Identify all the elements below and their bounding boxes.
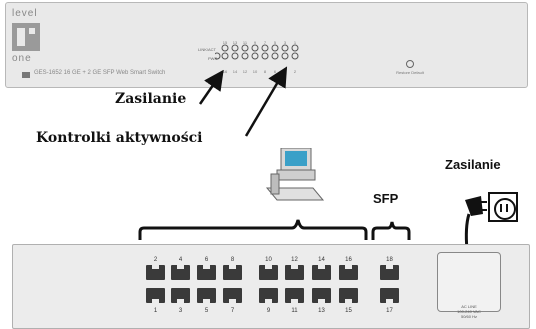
led-number-top: 5: [273, 40, 277, 45]
rj45-port: [171, 265, 190, 280]
rj45-port: [312, 288, 331, 303]
led-indicator: [271, 52, 279, 60]
led-indicator: [251, 52, 259, 60]
sfp-port: [380, 265, 399, 280]
rj45-port: [146, 265, 165, 280]
rj45-port: [171, 288, 190, 303]
port-number-top: 14: [318, 257, 325, 263]
brace-rj45: [138, 219, 368, 240]
port-number-bottom: 15: [345, 308, 352, 314]
callout-power-front: Zasilanie: [115, 91, 187, 107]
port-number-top: 12: [291, 257, 298, 263]
callout-power-rear: Zasilanie: [445, 157, 501, 172]
power-outlet-icon: [488, 192, 518, 222]
port-number-bottom: 13: [318, 308, 325, 314]
logo-mark: [12, 23, 40, 51]
led-number-bottom: 8: [263, 69, 267, 74]
rj45-port: [285, 265, 304, 280]
led-number-bottom: 10: [252, 69, 258, 74]
levelone-logo: level one: [12, 8, 46, 68]
model-text: GES-1652 16 GE + 2 GE SFP Web Smart Swit…: [34, 70, 166, 76]
led-number-bottom: 2: [293, 69, 297, 74]
rj45-port: [259, 288, 278, 303]
port-number-top: 4: [178, 257, 183, 263]
led-label-pwr: PWR: [208, 56, 218, 61]
port-number-top: 2: [153, 257, 158, 263]
led-number-top: 15: [222, 40, 228, 45]
led-number-bottom: 12: [242, 69, 248, 74]
callout-sfp: SFP: [373, 191, 399, 206]
led-indicator: [231, 44, 239, 52]
port-number-top: 6: [204, 257, 209, 263]
led-number-bottom: 16: [222, 69, 228, 74]
sfp-number-bottom: 17: [386, 308, 393, 314]
rj45-port: [197, 288, 216, 303]
rj45-port: [339, 265, 358, 280]
led-number-top: 1: [293, 40, 297, 45]
led-label-linkact: LINK/ACT: [198, 47, 217, 52]
port-number-top: 10: [265, 257, 272, 263]
led-indicator: [261, 52, 269, 60]
led-number-top: 11: [242, 40, 248, 45]
computer-icon: [265, 148, 325, 201]
led-indicator: [221, 44, 229, 52]
port-number-bottom: 9: [266, 308, 271, 314]
rj45-port: [223, 288, 242, 303]
led-indicator: [281, 52, 289, 60]
led-number-top: 7: [263, 40, 267, 45]
power-plug-icon: [464, 196, 487, 251]
model-badge: [22, 72, 30, 78]
rear-power-socket: [437, 252, 501, 312]
rj45-port: [285, 288, 304, 303]
reset-button[interactable]: [406, 60, 414, 68]
port-number-bottom: 1: [153, 308, 158, 314]
led-number-bottom: 14: [232, 69, 238, 74]
led-number-top: 13: [232, 40, 238, 45]
led-indicator: [251, 44, 259, 52]
port-number-top: 16: [345, 257, 352, 263]
sfp-port: [380, 288, 399, 303]
rear-power-text: AC LINE 100-240 VAC 50/60 Hz: [440, 304, 498, 319]
arrow-power-front: [198, 69, 224, 105]
led-indicator: [241, 52, 249, 60]
power-text-line-2: 100-240 VAC: [457, 309, 481, 314]
arrow-activity-leds: [244, 66, 288, 137]
led-indicator: [231, 52, 239, 60]
rj45-port: [339, 288, 358, 303]
led-number-top: 3: [283, 40, 287, 45]
brace-sfp: [371, 221, 411, 240]
logo-text-one: one: [12, 53, 32, 64]
port-number-bottom: 3: [178, 308, 183, 314]
power-text-line-1: AC LINE: [461, 304, 477, 309]
rj45-port: [312, 265, 331, 280]
led-indicator: [271, 44, 279, 52]
callout-activity-leds: Kontrolki aktywności: [36, 130, 203, 146]
port-number-bottom: 7: [230, 308, 235, 314]
rj45-port: [259, 265, 278, 280]
led-indicator: [241, 44, 249, 52]
rj45-port: [146, 288, 165, 303]
led-indicator: [221, 52, 229, 60]
led-indicator: [291, 44, 299, 52]
led-number-top: 9: [253, 40, 257, 45]
sfp-number-top: 18: [386, 257, 393, 263]
led-indicator: [291, 52, 299, 60]
led-indicator: [261, 44, 269, 52]
led-grid: [215, 44, 299, 60]
led-indicator: [281, 44, 289, 52]
port-number-bottom: 11: [291, 308, 298, 314]
port-number-top: 8: [230, 257, 235, 263]
rj45-port: [197, 265, 216, 280]
port-number-bottom: 5: [204, 308, 209, 314]
led-power: [215, 52, 221, 60]
power-text-line-3: 50/60 Hz: [460, 314, 477, 319]
rj45-port: [223, 265, 242, 280]
reset-label: Restore Default: [396, 70, 424, 75]
logo-text-level: level: [12, 8, 38, 19]
